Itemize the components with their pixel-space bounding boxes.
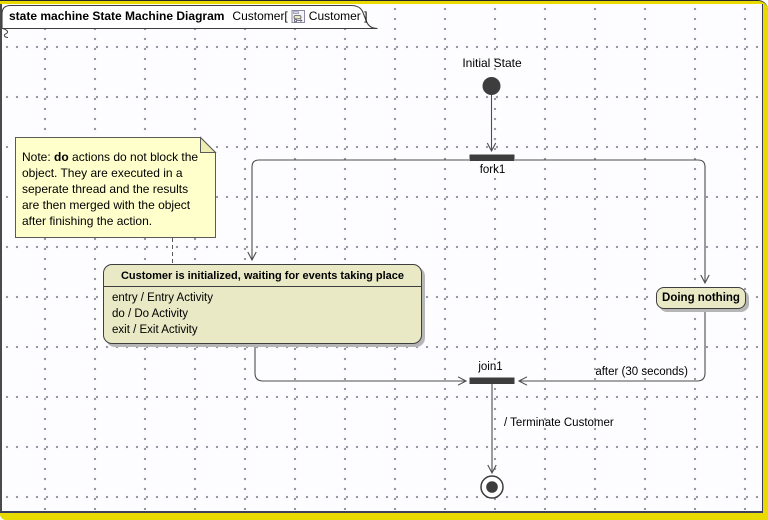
note-line: Note: do actions do not block the [22, 150, 199, 164]
note-comment[interactable]: Note: do actions do not block the object… [15, 137, 215, 237]
note-line: are then merged with the object [22, 198, 191, 212]
diagram-context-suffix: Customer ] [308, 9, 368, 23]
after-transition-label[interactable]: after (30 seconds) [595, 366, 688, 378]
initial-state-label[interactable]: Initial State [462, 56, 522, 70]
diagram-canvas-grid [0, 4, 763, 513]
state-customer-initialized[interactable]: Customer is initialized, waiting for eve… [103, 264, 422, 344]
diagram-kind-label: state machine State Machine Diagram [9, 9, 225, 23]
join-label[interactable]: join1 [478, 361, 503, 373]
state-activities: entry / Entry Activity do / Do Activity … [104, 287, 421, 338]
note-line: object. They are executed in a [22, 166, 183, 180]
note-bold-word: do [54, 150, 69, 164]
state-activity-exit: exit / Exit Activity [112, 324, 198, 336]
state-machine-diagram-icon [291, 9, 305, 23]
state-title: Customer is initialized, waiting for eve… [104, 265, 421, 287]
note-line: seperate thread and the results [22, 182, 189, 196]
diagram-context-prefix: Customer[ [232, 9, 288, 23]
state-doing-nothing[interactable]: Doing nothing [656, 287, 746, 309]
fork-label[interactable]: fork1 [479, 164, 506, 176]
terminate-transition-label[interactable]: / Terminate Customer [504, 417, 614, 429]
note-line: after finishing the action. [22, 214, 153, 228]
diagram-tab-label[interactable]: state machine State Machine Diagram Cust… [9, 8, 367, 24]
state-activity-do: do / Do Activity [112, 308, 189, 320]
state-activity-entry: entry / Entry Activity [112, 292, 213, 304]
